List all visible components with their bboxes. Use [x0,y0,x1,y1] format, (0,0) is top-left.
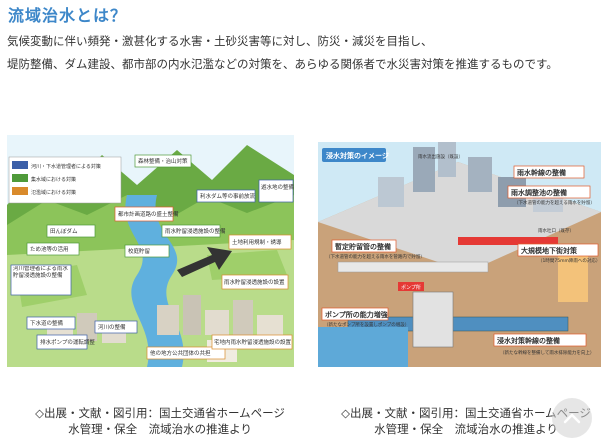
label-forest: 森林整備・治山対策 [138,157,188,165]
page-title: 流域治水とは？ [8,6,128,25]
caption-right-line-1: ◇出展・文献・図引用：国土交通省ホームページ [341,406,591,420]
caption-right-line-2: 水管理・保全 流域治水の推進より [374,422,558,436]
label-storage-pond: 雨水調整池の整備 [511,188,567,197]
intro-line-2: 堤防整備、ダム建設、都市部の内水氾濫などの対策を、あらゆる関係者で水災害対策を推… [7,57,558,71]
legend-item-1: 河川・下水道管理者による対策 [31,163,101,170]
label-river-work: 河川の整備 [98,323,126,331]
caption-left: ◇出展・文献・図引用：国土交通省ホームページ 水管理・保全 流域治水の推進より [20,405,300,437]
label-main-pipe: 雨水幹線の整備 [517,168,566,177]
chevron-up-icon [563,413,581,424]
pump-station [412,291,454,348]
label-retention: 遊水地の整備 [261,183,294,191]
label-city-storage: 雨水貯留浸透施設の設置 [224,278,285,286]
basin-illustration-svg: 河川・下水道管理者による対策 集水域における対策 氾濫域における対策 都市計画道… [7,135,294,367]
figure-title: 浸水対策のイメージ [326,151,389,160]
label-school: 校庭貯留 [128,247,151,255]
label-trunk: 浸水対策幹線の整備 [497,336,560,345]
label-trunk-note: （新たな幹線を整備して雨水排除能力を向上） [500,349,594,356]
label-farm-dam: 田んぼダム [50,227,78,235]
river-outlet [318,327,408,367]
caption-left-line-1: ◇出展・文献・図引用：国土交通省ホームページ [35,406,285,420]
label-reservoir: ため池等の活用 [30,245,69,253]
label-local-gov: 他の地方公共団体の共担 [150,349,211,357]
inundation-illustration-svg: 浸水対策のイメージ 雨水流出施設（既設） 雨水吐口（既存） 雨水調整池の整備 （… [318,142,601,367]
label-river-manager: 河川管理者による雨水貯留浸透施設の整備 [13,266,68,279]
label-shopping: 大規模地下街対策 [521,246,578,255]
label-inner-pump: 排水ポンプの運転調整 [40,338,95,346]
label-rain-facility: 雨水貯留浸透施設の整備 [165,227,226,235]
label-river-dam: 利水ダム等の事前放流 [200,192,256,200]
label-shopping-note: （1時間75mm降雨への対応） [538,257,600,264]
label-pump-note: （新たなポンプ所を設置しポンプの増設） [324,321,409,328]
label-storage-pipe-note: （下水道管の能力を超える雨水を管路内で貯留） [326,253,425,260]
label-storage-pipe: 暫定貯留管の整備 [335,242,391,251]
underground-mall [558,252,588,302]
flow-arrow [177,247,232,277]
label-storage-pond-note: （下水道管の能力を超える雨水を貯留） [514,199,595,206]
label-home-storage: 宅地内雨水貯留浸透施設の設置 [214,338,292,346]
intro-text: 気候変動に伴い頻発・激甚化する水害・土砂災害等に対し、防災・減災を目指し、 堤防… [7,30,607,76]
legend-item-2: 集水域における対策 [31,176,76,183]
basin-flood-control-illustration: 河川・下水道管理者による対策 集水域における対策 氾濫域における対策 都市計画道… [7,135,294,367]
main-pipe [458,237,558,245]
label-pump-station: 下水道の整備 [30,319,64,327]
label-existing: 雨水流出施設（既設） [418,153,463,160]
scroll-to-top-button[interactable] [552,398,592,438]
legend: 河川・下水道管理者による対策 集水域における対策 氾濫域における対策 [8,156,122,204]
storage-pipe [337,261,489,273]
label-pump-badge: ポンプ所 [401,284,421,291]
label-city-plan: 都市計画道路の盛土整備 [118,210,179,218]
intro-line-1: 気候変動に伴い頻発・激甚化する水害・土砂災害等に対し、防災・減災を目指し、 [7,34,433,48]
caption-left-line-2: 水管理・保全 流域治水の推進より [68,422,252,436]
inundation-measures-illustration: 浸水対策のイメージ 雨水流出施設（既設） 雨水吐口（既存） 雨水調整池の整備 （… [318,142,601,367]
caption-right: ◇出展・文献・図引用：国土交通省ホームページ 水管理・保全 流域治水の推進より [326,405,606,437]
label-pump: ポンプ所の能力増強 [325,310,388,319]
label-existing-pump: 雨水吐口（既存） [538,227,574,234]
label-land-use: 土地利用規制・誘導 [232,238,282,246]
legend-item-3: 氾濫域における対策 [31,189,76,196]
